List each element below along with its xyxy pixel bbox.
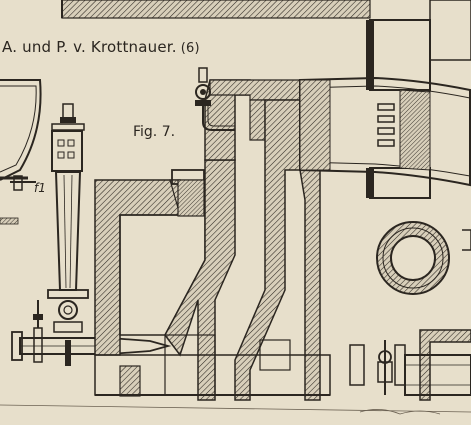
bottom-edge [0,404,471,415]
top-frame-band [61,0,371,19]
burner-column [47,103,89,333]
figure-label: Fig. 7. [133,124,176,140]
author-header: A. und P. v. Krottnauer.(6) [2,38,200,56]
f1-label: f1 [34,181,46,195]
left-vessel [0,79,42,225]
furnace-body [94,79,331,401]
plate-number: (6) [180,41,200,56]
bottom-right-piping [349,229,471,401]
authors-text: A. und P. v. Krottnauer. [2,38,177,56]
ring-section [376,221,450,295]
flue-duct [299,0,471,199]
top-valve [195,67,235,131]
burner-pipe [11,300,172,366]
f1-marker [10,175,36,191]
